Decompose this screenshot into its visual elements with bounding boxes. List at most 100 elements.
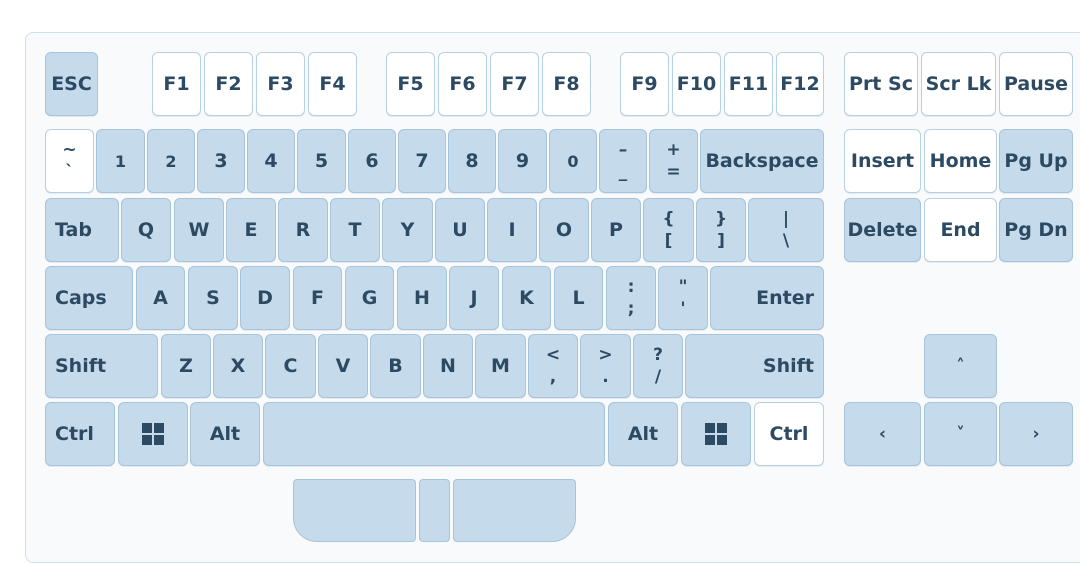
key-s[interactable]: S [188,266,238,330]
key-u[interactable]: U [435,198,485,262]
key-right-bracket-shift-label: } [714,208,728,229]
windows-logo-icon [705,423,727,445]
key-esc[interactable]: ESC [45,52,98,116]
key-2[interactable]: 2 [147,129,195,193]
key-o[interactable]: O [539,198,589,262]
key-backspace[interactable]: Backspace [700,129,824,193]
key-right-alt[interactable]: Alt [608,402,678,466]
key-f2[interactable]: F2 [204,52,253,116]
key-left-alt[interactable]: Alt [190,402,260,466]
key-caps-lock[interactable]: Caps [45,266,133,330]
touchpad-left-button[interactable] [293,479,416,542]
key-home[interactable]: Home [924,129,997,193]
key-4[interactable]: 4 [247,129,295,193]
key-left-bracket-label: [ [664,230,673,251]
key-z[interactable]: Z [161,334,211,398]
key-quote[interactable]: " ' [658,266,708,330]
key-left-bracket[interactable]: { [ [643,198,694,262]
touchpad-middle-button[interactable] [419,479,450,542]
key-0[interactable]: 0 [549,129,597,193]
key-e[interactable]: E [226,198,276,262]
key-arrow-up[interactable]: ˄ [924,334,997,398]
key-backtick[interactable]: ~ ` [45,129,94,193]
key-page-up[interactable]: Pg Up [999,129,1073,193]
key-6[interactable]: 6 [348,129,396,193]
key-left-bracket-shift-label: { [662,208,675,229]
windows-logo-icon [142,423,164,445]
key-minus-label: _ [618,161,628,182]
key-arrow-left[interactable]: ‹ [844,402,921,466]
key-slash[interactable]: ? / [633,334,683,398]
key-l[interactable]: L [554,266,603,330]
key-right-shift[interactable]: Shift [685,334,824,398]
key-h[interactable]: H [397,266,447,330]
key-f3[interactable]: F3 [256,52,305,116]
key-3[interactable]: 3 [197,129,245,193]
key-f6[interactable]: F6 [438,52,487,116]
key-left-ctrl[interactable]: Ctrl [45,402,115,466]
key-arrow-down[interactable]: ˅ [924,402,997,466]
key-y[interactable]: Y [382,198,433,262]
key-r[interactable]: R [278,198,328,262]
key-f7[interactable]: F7 [490,52,539,116]
key-f4[interactable]: F4 [308,52,357,116]
key-equal[interactable]: + = [649,129,698,193]
key-comma[interactable]: < , [528,334,578,398]
key-backslash[interactable]: | \ [748,198,824,262]
key-delete[interactable]: Delete [844,198,921,262]
key-minus[interactable]: – _ [599,129,647,193]
key-semicolon-shift-label: : [627,276,635,297]
key-f9[interactable]: F9 [620,52,669,116]
key-tab[interactable]: Tab [45,198,119,262]
key-m[interactable]: M [475,334,526,398]
key-x[interactable]: X [213,334,263,398]
key-j[interactable]: J [449,266,499,330]
key-pause[interactable]: Pause [999,52,1073,116]
key-scroll-lock[interactable]: Scr Lk [921,52,996,116]
key-right-ctrl[interactable]: Ctrl [754,402,824,466]
key-1[interactable]: 1 [96,129,145,193]
key-q[interactable]: Q [121,198,171,262]
key-7[interactable]: 7 [398,129,446,193]
key-f10[interactable]: F10 [672,52,721,116]
key-f11[interactable]: F11 [724,52,773,116]
key-space[interactable] [263,402,605,466]
key-semicolon[interactable]: : ; [606,266,656,330]
key-t[interactable]: T [330,198,380,262]
key-f1[interactable]: F1 [152,52,201,116]
key-f5[interactable]: F5 [386,52,435,116]
key-a[interactable]: A [136,266,185,330]
key-v[interactable]: V [318,334,368,398]
key-g[interactable]: G [345,266,394,330]
key-n[interactable]: N [423,334,473,398]
key-8[interactable]: 8 [448,129,496,193]
key-f8[interactable]: F8 [542,52,591,116]
key-right-windows[interactable] [681,402,751,466]
key-end[interactable]: End [924,198,997,262]
key-f12[interactable]: F12 [776,52,824,116]
key-equal-shift-label: + [666,139,681,160]
key-b[interactable]: B [370,334,421,398]
key-9[interactable]: 9 [498,129,547,193]
key-slash-label: / [654,366,662,387]
key-print-screen[interactable]: Prt Sc [844,52,918,116]
key-period-label: . [602,366,609,387]
key-p[interactable]: P [591,198,641,262]
touchpad-right-button[interactable] [453,479,576,542]
key-5[interactable]: 5 [297,129,346,193]
key-page-down[interactable]: Pg Dn [999,198,1073,262]
key-c[interactable]: C [265,334,316,398]
key-right-bracket[interactable]: } ] [696,198,746,262]
key-backtick-shift-label: ~ [62,139,77,160]
key-left-windows[interactable] [118,402,188,466]
key-k[interactable]: K [502,266,551,330]
key-enter[interactable]: Enter [710,266,824,330]
key-left-shift[interactable]: Shift [45,334,158,398]
key-period[interactable]: > . [580,334,631,398]
key-insert[interactable]: Insert [844,129,921,193]
key-d[interactable]: D [240,266,290,330]
key-arrow-right[interactable]: › [999,402,1073,466]
key-f[interactable]: F [293,266,342,330]
key-i[interactable]: I [487,198,537,262]
key-w[interactable]: W [174,198,224,262]
